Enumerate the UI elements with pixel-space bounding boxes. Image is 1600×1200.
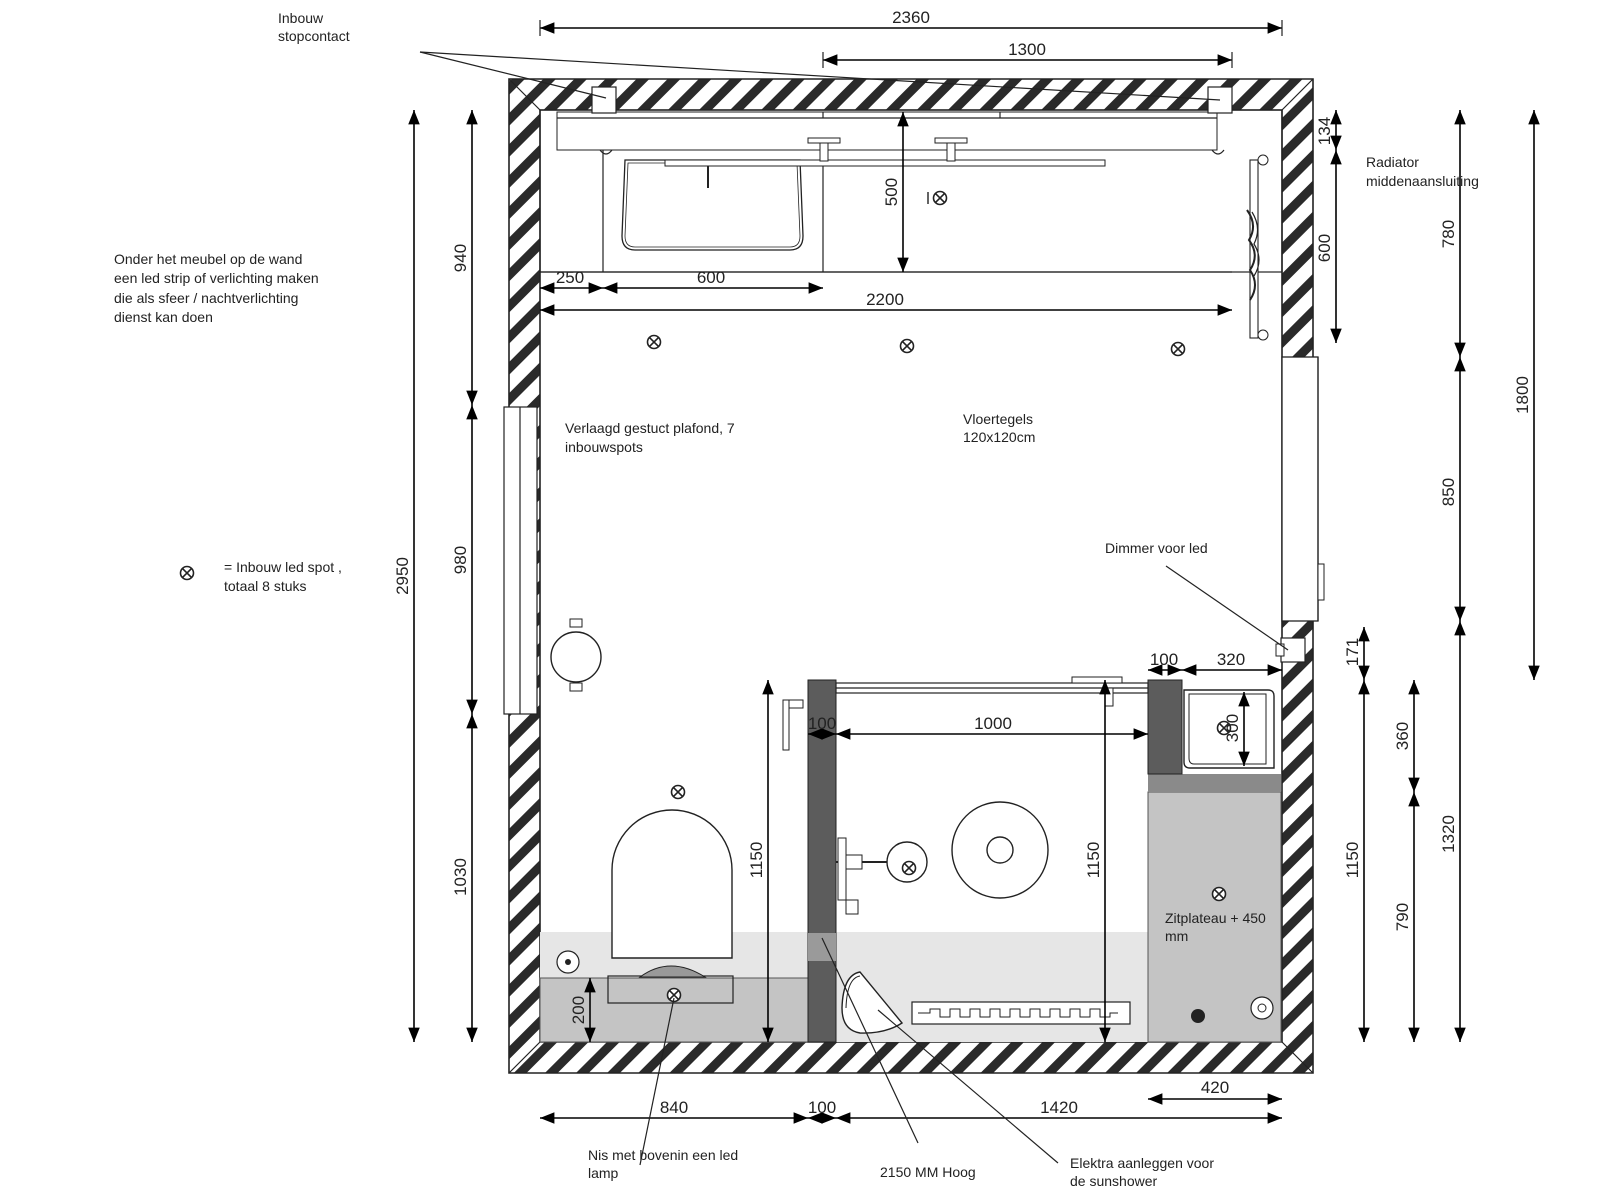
toilet	[556, 809, 734, 1004]
dim-right-1320: 1320	[1439, 815, 1458, 853]
dim-right-850: 850	[1439, 478, 1458, 506]
led-spot-icon	[901, 860, 917, 876]
legend-led-spot-icon	[179, 565, 195, 581]
shower-partition	[807, 679, 1183, 1043]
dim-left-1030: 1030	[451, 858, 470, 896]
annotations: Inbouw stopcontact Onder het meubel op d…	[114, 10, 1479, 1189]
dim-meubel-250: 250	[556, 268, 584, 287]
dim-right-790: 790	[1393, 903, 1412, 931]
note-dimmer: Dimmer voor led	[1105, 540, 1208, 556]
note-plafond-line1: Verlaagd gestuct plafond, 7	[565, 420, 735, 436]
dim-niche-200: 200	[569, 996, 588, 1024]
note-elektra-line2: de sunshower	[1070, 1173, 1158, 1189]
dim-top-inner: 1300	[1008, 40, 1046, 59]
led-spot-icon	[670, 784, 686, 800]
dim-right-1150: 1150	[1343, 842, 1362, 879]
note-zitplateau-line1: Zitplateau + 450	[1165, 910, 1266, 926]
dim-bottom-100: 100	[808, 1098, 836, 1117]
note-nis-line1: Nis met bovenin een led	[588, 1147, 738, 1163]
dim-bottom-1420: 1420	[1040, 1098, 1078, 1117]
shower-glass	[782, 676, 1149, 751]
dim-bottom-420: 420	[1201, 1078, 1229, 1097]
note-legend-line1: = Inbouw led spot ,	[224, 559, 342, 575]
door	[1281, 356, 1325, 622]
dim-meubel-total: 2200	[866, 290, 904, 309]
waste-bin	[550, 618, 602, 692]
window	[503, 406, 538, 715]
dim-right-1800: 1800	[1513, 376, 1532, 414]
note-legend-line2: totaal 8 stuks	[224, 578, 307, 594]
leader-lines	[419, 51, 1289, 1166]
dim-shower-100: 100	[808, 714, 836, 733]
dim-top-total: 2360	[892, 8, 930, 27]
note-inbouw-line2: stopcontact	[278, 28, 350, 44]
note-vloertegels-line1: Vloertegels	[963, 411, 1033, 427]
note-meubel-line3: die als sfeer / nachtverlichting	[114, 290, 298, 306]
note-inbouw-line1: Inbouw	[278, 10, 324, 26]
dim-bench-100: 100	[1150, 650, 1178, 669]
note-zitplateau-line2: mm	[1165, 928, 1188, 944]
led-spot-icon	[1211, 886, 1227, 902]
note-elektra-line1: Elektra aanleggen voor	[1070, 1155, 1214, 1171]
dim-bottom-840: 840	[660, 1098, 688, 1117]
dim-left-2950: 2950	[393, 557, 412, 595]
dim-right-360: 360	[1393, 722, 1412, 750]
note-nis-line2: lamp	[588, 1165, 619, 1181]
note-meubel-line2: een led strip of verlichting maken	[114, 270, 319, 286]
note-vloertegels-line2: 120x120cm	[963, 429, 1035, 445]
dim-shower-1150a: 1150	[747, 842, 766, 879]
dim-sink-500: 500	[882, 178, 901, 206]
dim-right-171: 171	[1343, 638, 1362, 666]
dim-shower-1150b: 1150	[1084, 842, 1103, 879]
note-meubel-line1: Onder het meubel op de wand	[114, 251, 302, 267]
note-radiator-line1: Radiator	[1366, 154, 1419, 170]
dim-bench-320: 320	[1217, 650, 1245, 669]
note-plafond-line2: inbouwspots	[565, 439, 643, 455]
note-2150-hoog: 2150 MM Hoog	[880, 1164, 976, 1180]
dim-meubel-600: 600	[697, 268, 725, 287]
led-spot-icon	[646, 334, 662, 350]
dim-left-940: 940	[451, 244, 470, 272]
led-spot-icon	[932, 190, 948, 206]
note-meubel-line4: dienst kan doen	[114, 309, 213, 325]
dim-radiator-134: 134	[1315, 117, 1334, 145]
dim-radiator-600: 600	[1315, 234, 1334, 262]
vanity-unit	[539, 86, 1283, 273]
radiator	[1246, 154, 1269, 341]
note-radiator-line2: middenaansluiting	[1366, 173, 1479, 189]
led-spot-icon	[899, 338, 915, 354]
dim-bench-300: 300	[1223, 714, 1242, 742]
dimension-labels: 2360 1300 250 600 2200 100 1000 100 320 …	[393, 8, 1532, 1117]
dimension-lines	[408, 20, 1540, 1124]
dim-left-980: 980	[451, 546, 470, 574]
dim-right-780: 780	[1439, 220, 1458, 248]
led-spot-icon	[1170, 341, 1186, 357]
dim-shower-1000: 1000	[974, 714, 1012, 733]
